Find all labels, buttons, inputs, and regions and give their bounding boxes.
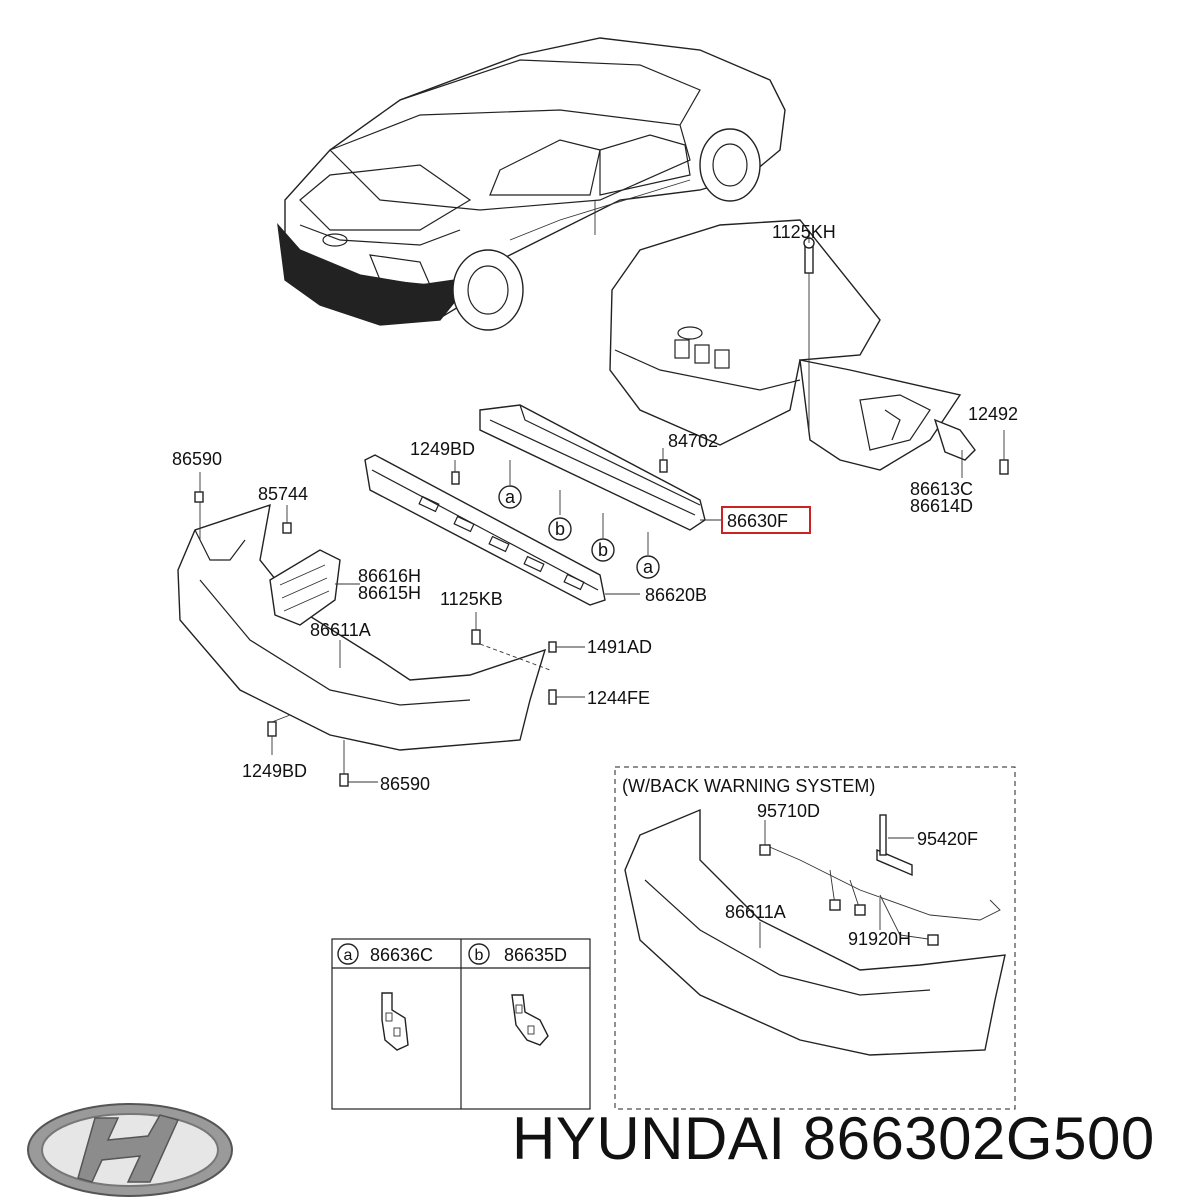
callout-b-2: b: [598, 540, 608, 560]
label-12492: 12492: [968, 404, 1018, 424]
label-85744: 85744: [258, 484, 308, 504]
callout-b-1: b: [555, 519, 565, 539]
label-86616h: 86616H: [358, 566, 421, 586]
hyundai-logo: [27, 1103, 233, 1197]
callout-a-2: a: [643, 557, 654, 577]
inset-label-95710d: 95710D: [757, 801, 820, 821]
inset-title: (W/BACK WARNING SYSTEM): [622, 776, 875, 796]
highlight-box-86630f: [721, 506, 811, 534]
legend-part-a: 86636C: [370, 945, 433, 965]
label-1249bd-top: 1249BD: [410, 439, 475, 459]
label-1125kb: 1125KB: [440, 589, 503, 609]
label-86613c: 86613C: [910, 479, 973, 499]
inset-label-95420f: 95420F: [917, 829, 978, 849]
label-86615h: 86615H: [358, 583, 421, 603]
bumper-cover-86611a: [177, 503, 547, 751]
label-84702: 84702: [668, 431, 718, 451]
label-86611a: 86611A: [310, 620, 371, 640]
legend-key-b: b: [475, 947, 484, 964]
label-86620b: 86620B: [645, 585, 707, 605]
inset-label-91920h: 91920H: [848, 929, 911, 949]
rear-body-panel: [609, 219, 976, 471]
label-86590-top: 86590: [172, 449, 222, 469]
callout-circles: a b b a: [498, 485, 660, 579]
legend-part-b: 86635D: [504, 945, 567, 965]
inset-back-warning-system: (W/BACK WARNING SYSTEM) 95710D 95420F 86…: [614, 766, 1016, 1110]
label-86590-bottom: 86590: [380, 774, 430, 794]
part-labels: 1125KH 12492 86613C 86614D 86630F 84702 …: [172, 222, 1018, 794]
absorber-86620b: [364, 454, 606, 606]
label-1249bd-bottom: 1249BD: [242, 761, 307, 781]
inset-label-86611a: 86611A: [725, 902, 786, 922]
label-1491ad: 1491AD: [587, 637, 652, 657]
label-1244fe: 1244FE: [587, 688, 650, 708]
label-86614d: 86614D: [910, 496, 973, 516]
bumper-beam-86630f: [479, 404, 706, 531]
label-1125kh: 1125KH: [772, 222, 836, 242]
label-86630f: 86630F: [727, 511, 788, 531]
callout-a-1: a: [505, 487, 516, 507]
legend-key-a: a: [344, 947, 353, 964]
brand-part-number: HYUNDAI 866302G500: [512, 1105, 1155, 1172]
legend-table: a 86636C b 86635D: [331, 938, 591, 1110]
leader-lines: [199, 230, 1005, 783]
car-illustration: [277, 37, 786, 331]
